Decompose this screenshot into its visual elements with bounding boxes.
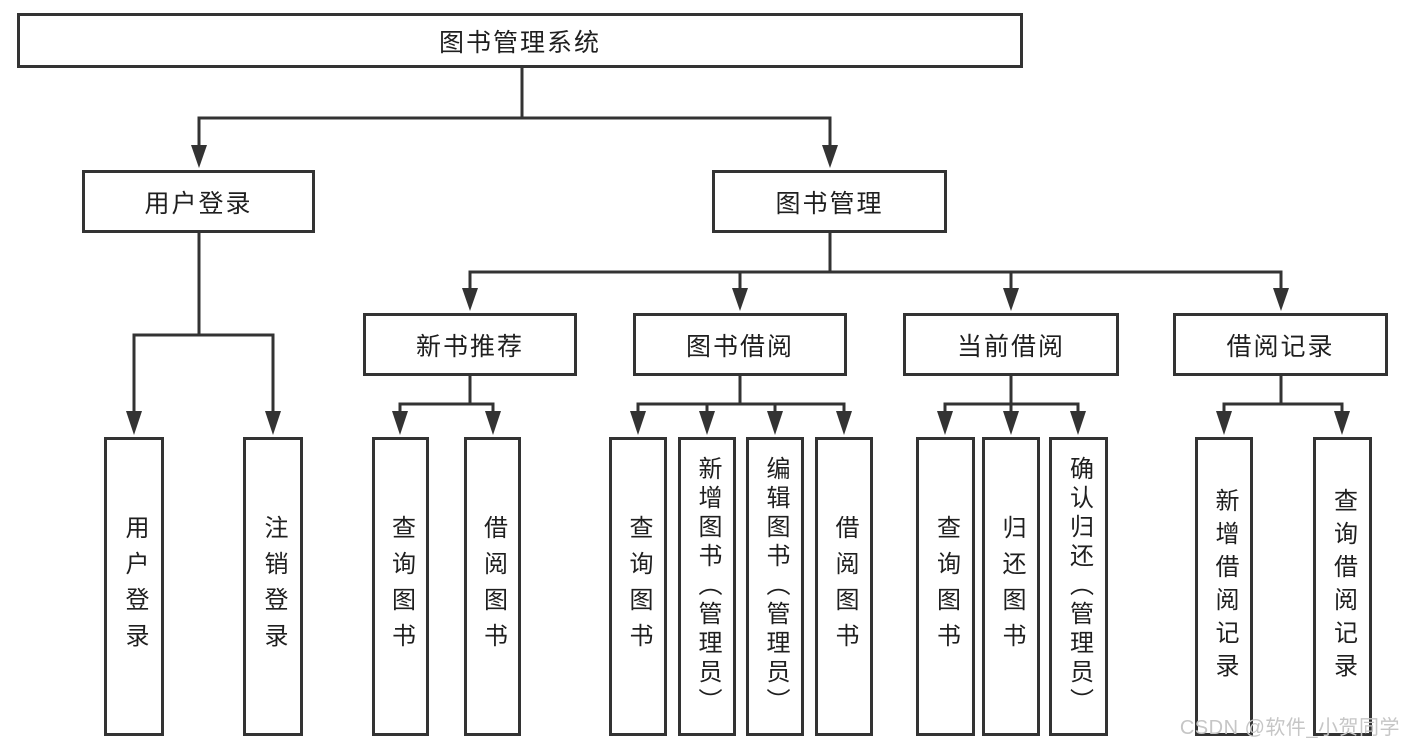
- leaf-confirm-return-admin-label: 确认归还（管理员）: [1065, 456, 1093, 717]
- leaf-borrowing-query-books-label: 查询图书: [625, 514, 652, 659]
- leaf-add-book-admin-label: 新增图书（管理员）: [694, 456, 721, 717]
- leaf-borrowing-query-books: 查询图书: [609, 437, 667, 736]
- watermark: CSDN @软件_小贺同学: [1179, 717, 1400, 739]
- arrowheads: [126, 145, 1350, 435]
- node-user-login: 用户登录: [82, 170, 315, 233]
- leaf-user-login-label: 用户登录: [121, 514, 148, 659]
- node-borrowing-records: 借阅记录: [1173, 313, 1388, 376]
- leaf-return-books-label: 归还图书: [998, 514, 1025, 659]
- leaf-query-borrow-record-label: 查询借阅记录: [1329, 487, 1357, 686]
- leaf-add-borrow-record-label: 新增借阅记录: [1211, 487, 1238, 686]
- leaf-edit-book-admin-label: 编辑图书（管理员）: [762, 456, 789, 717]
- node-new-book-recommend: 新书推荐: [363, 313, 577, 376]
- leaf-logout: 注销登录: [243, 437, 303, 736]
- leaf-add-borrow-record: 新增借阅记录: [1195, 437, 1253, 736]
- leaf-recommend-borrow-books-label: 借阅图书: [479, 514, 507, 659]
- leaf-current-query-books-label: 查询图书: [932, 514, 960, 659]
- leaf-return-books: 归还图书: [982, 437, 1040, 736]
- leaf-recommend-borrow-books: 借阅图书: [464, 437, 521, 736]
- leaf-current-query-books: 查询图书: [916, 437, 975, 736]
- leaf-recommend-query-books-label: 查询图书: [387, 514, 415, 659]
- leaf-add-book-admin: 新增图书（管理员）: [678, 437, 736, 736]
- leaf-user-login: 用户登录: [104, 437, 164, 736]
- leaf-borrowing-borrow-books-label: 借阅图书: [831, 514, 858, 659]
- leaf-logout-label: 注销登录: [260, 514, 287, 659]
- leaf-recommend-query-books: 查询图书: [372, 437, 429, 736]
- leaf-confirm-return-admin: 确认归还（管理员）: [1049, 437, 1108, 736]
- leaf-query-borrow-record: 查询借阅记录: [1313, 437, 1372, 736]
- node-root: 图书管理系统: [17, 13, 1023, 68]
- leaf-edit-book-admin: 编辑图书（管理员）: [746, 437, 804, 736]
- leaf-borrowing-borrow-books: 借阅图书: [815, 437, 873, 736]
- node-book-management: 图书管理: [712, 170, 947, 233]
- node-book-borrowing: 图书借阅: [633, 313, 847, 376]
- node-current-borrowing: 当前借阅: [903, 313, 1119, 376]
